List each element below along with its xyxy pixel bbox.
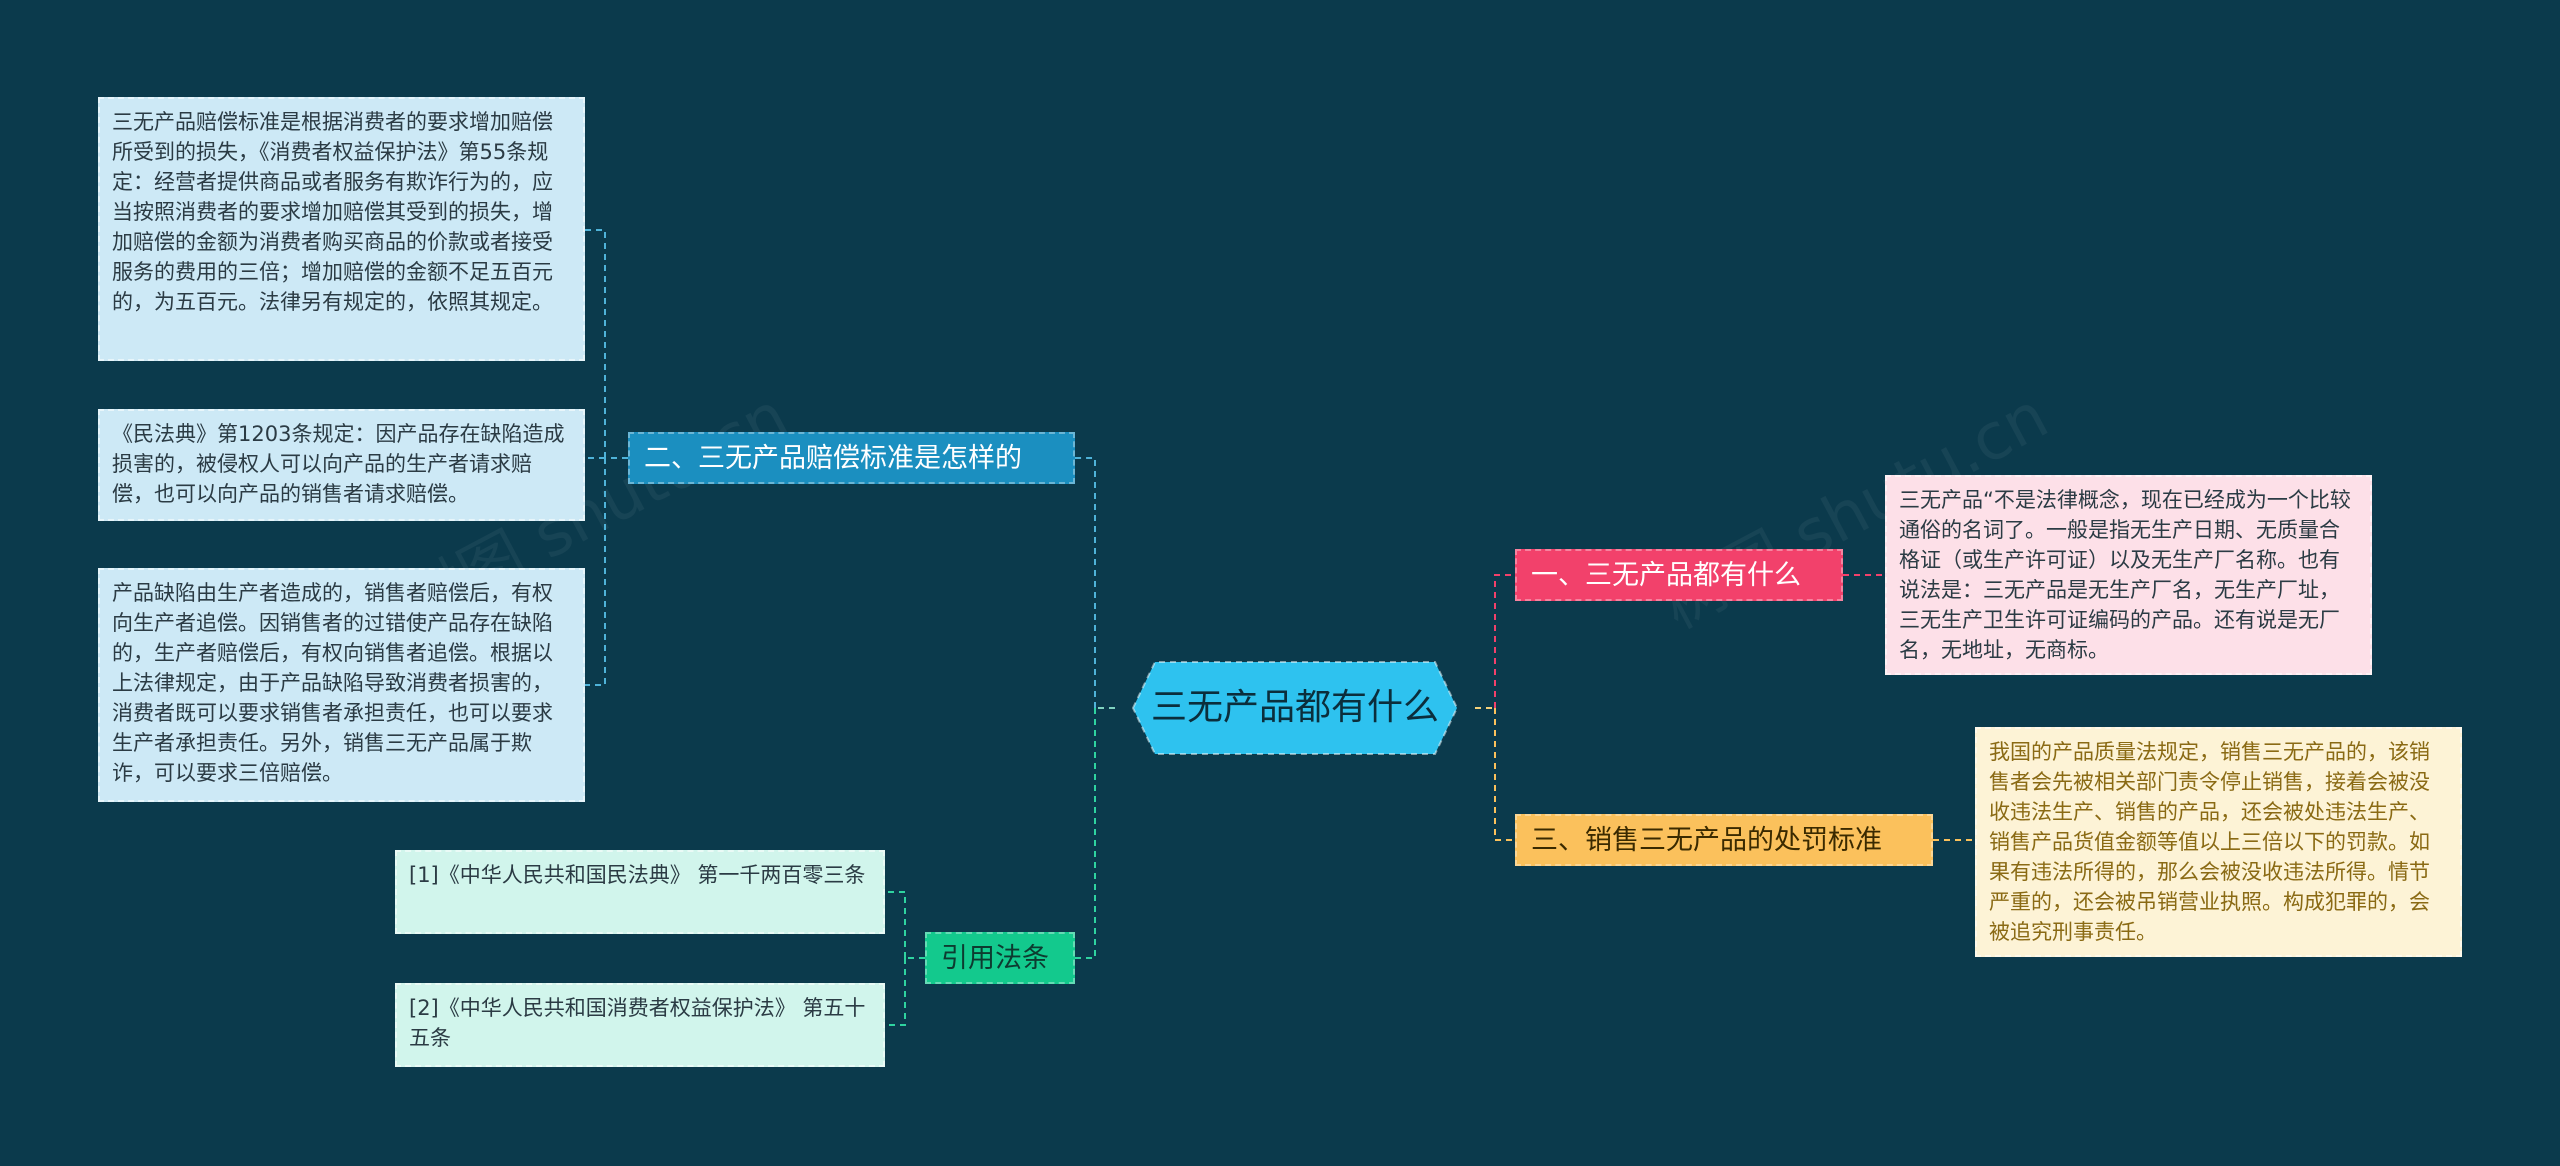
connector-citation-1 [885,891,906,958]
branch-cited-laws[interactable]: 引用法条 [925,932,1075,984]
root-topic-label: 三无产品都有什么 [1150,687,1439,728]
note-civil-code-1203: 《民法典》第1203条规定：因产品存在缺陷造成损害的，被侵权人可以向产品的生产者… [98,409,585,521]
note-compensation-law-55: 三无产品赔偿标准是根据消费者的要求增加赔偿所受到的损失，《消费者权益保护法》第5… [98,97,585,361]
citation-item: [1]《中华人民共和国民法典》 第一千两百零三条 [395,850,885,934]
branch-penalty-label: 三、销售三无产品的处罚标准 [1531,825,1882,856]
connector-right-penalty [1494,708,1515,841]
connector-left-standard [1075,456,1096,708]
branch-compensation-standard-label: 二、三无产品赔偿标准是怎样的 [644,443,1022,474]
branch-what-are-three-no-products[interactable]: 一、三无产品都有什么 [1515,549,1843,601]
connector-standard-note-3 [585,458,606,686]
connector-left-citations [1075,708,1096,959]
connector-right-what [1494,574,1515,708]
root-topic[interactable]: 三无产品都有什么 [1115,660,1475,756]
note-penalty-details: 我国的产品质量法规定，销售三无产品的，该销售者会先被相关部门责令停止销售，接着会… [1975,727,2462,957]
branch-penalty-standard[interactable]: 三、销售三无产品的处罚标准 [1515,814,1933,866]
connector-citation-2 [885,958,906,1026]
branch-compensation-standard[interactable]: 二、三无产品赔偿标准是怎样的 [628,432,1075,484]
note-three-no-products-definition: 三无产品“不是法律概念，现在已经成为一个比较通俗的名词了。一般是指无生产日期、无… [1885,475,2372,675]
branch-what-label: 一、三无产品都有什么 [1531,560,1801,591]
branch-cited-laws-label: 引用法条 [941,943,1049,974]
connector-standard-note-1 [585,229,606,458]
citation-item: [2]《中华人民共和国消费者权益保护法》 第五十五条 [395,983,885,1067]
note-recourse-triple-compensation: 产品缺陷由生产者造成的，销售者赔偿后，有权向生产者追偿。因销售者的过错使产品存在… [98,568,585,802]
root-hexagon [1131,661,1459,755]
